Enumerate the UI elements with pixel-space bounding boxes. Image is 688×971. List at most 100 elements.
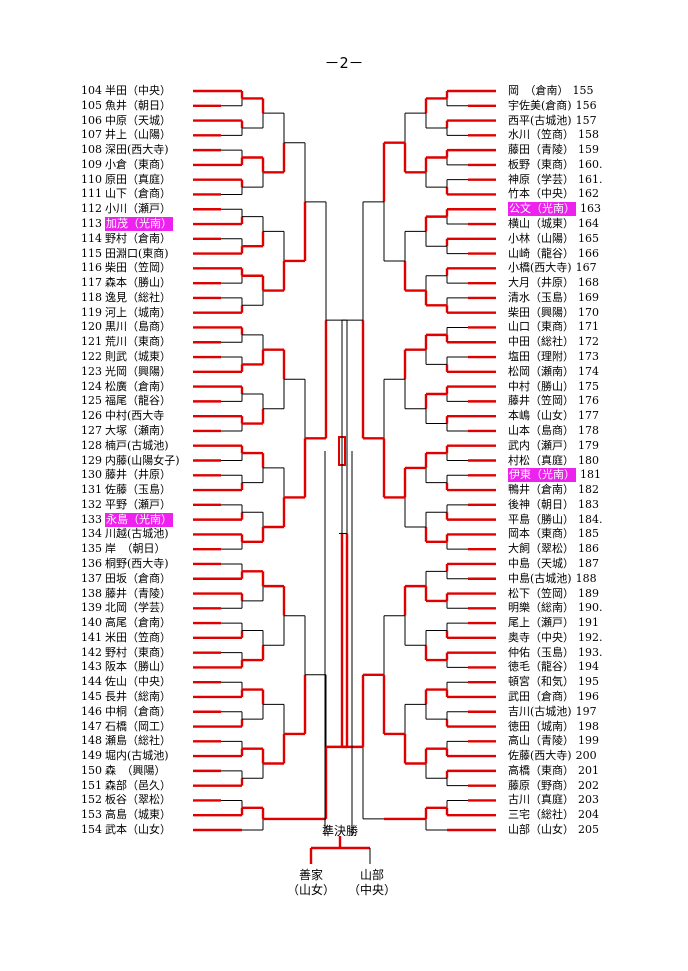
entry-name: 宇佐美(倉商) [508, 98, 572, 112]
entry-number: 131 [81, 483, 102, 497]
entry-name: 森本（勝山） [105, 276, 171, 290]
entry-name: 内藤(山陽女子) [105, 453, 180, 467]
entry-name: 小橋(西大寺) [508, 261, 572, 275]
entry-name: 森 （興陽） [105, 763, 166, 777]
semifinal-label: 準決勝 [321, 824, 358, 838]
finalist-a-school: （山女） [286, 883, 335, 897]
entry-name: 横山（城東） [508, 217, 574, 231]
entry-number: 205 [578, 823, 599, 836]
entry-name: 徳田（城南） [508, 719, 574, 733]
entry-number: 196 [578, 689, 599, 703]
entry-name: 北岡（学芸） [105, 601, 171, 615]
entry-number: 110 [81, 172, 102, 186]
entry-number: 187 [578, 556, 599, 570]
entry-row: 山本（島商）178 [508, 424, 599, 438]
entry-number: 203 [578, 793, 599, 807]
finalist-b-name: 山部 [359, 868, 384, 882]
entry-name: 野村（東商） [105, 645, 171, 659]
entry-number: 138 [81, 586, 102, 600]
entry-row: 武田（倉商）196 [508, 690, 599, 704]
entry-name: 桐野(西大寺) [105, 556, 169, 570]
entry-row: 水川（笠商）158 [508, 128, 599, 142]
entry-number: 158 [578, 128, 599, 142]
entry-row: 中田（総社）172 [508, 335, 599, 349]
entry-name: 山下（倉商） [105, 187, 171, 201]
entry-name: 高橋（東商） [508, 763, 574, 777]
entry-name: 伊東（光南） [508, 468, 576, 483]
finalist-a-name: 善家 [298, 868, 323, 882]
entry-number: 182 [578, 483, 599, 497]
entry-name: 吉川(古城池) [508, 704, 572, 718]
entry-name: 岸 （朝日） [105, 542, 166, 556]
entry-name: 藤井（青陵） [105, 586, 171, 600]
entry-row: 岡 （倉南）155 [508, 84, 594, 98]
entry-number: 106 [81, 113, 102, 127]
entry-row: 徳毛（龍谷）194 [508, 660, 599, 674]
entry-number: 188 [575, 571, 597, 585]
entry-name: 川越(古城池) [105, 527, 169, 541]
entry-name: 小林（山陽） [508, 231, 574, 245]
entry-number: 142 [81, 645, 102, 659]
entry-number: 173 [578, 350, 599, 364]
entry-number: 167 [575, 261, 597, 275]
entry-number: 176 [578, 394, 599, 408]
entry-number: 156 [575, 98, 597, 112]
entry-row: 横山（城東） 164 [508, 217, 599, 231]
entry-name: 大月（井原） [508, 276, 574, 290]
entry-row: 高山（青陵） 199 [508, 734, 599, 748]
entry-name: 板野（東商） [508, 157, 574, 171]
entry-number: 193. [578, 645, 603, 659]
entry-number: 164 [578, 217, 599, 231]
entry-number: 111 [81, 187, 102, 201]
entry-name: 原田（真庭） [105, 172, 171, 186]
entry-number: 123 [81, 364, 102, 378]
entry-number: 175 [578, 379, 599, 393]
entry-name: 藤井（笠岡） [508, 394, 574, 408]
entry-name: 逸見（総社） [105, 290, 171, 304]
entry-number: 185 [578, 527, 599, 541]
entry-number: 199 [578, 734, 599, 748]
entry-number: 186 [578, 542, 599, 556]
entry-name: 堀内(古城池) [105, 749, 169, 763]
entry-number: 169 [578, 290, 599, 304]
entry-number: 125 [81, 394, 102, 408]
entry-number: 181 [580, 468, 601, 482]
entry-row: 柴田（興陽）170 [508, 306, 599, 320]
entry-number: 153 [81, 808, 102, 822]
entry-row: 大月（井原）168 [508, 276, 599, 290]
entry-number: 136 [81, 556, 102, 570]
entry-name: 高山（青陵） [508, 734, 574, 748]
entry-number: 150 [81, 763, 102, 777]
entry-name: 仲佑（玉島） [508, 645, 574, 659]
entry-number: 202 [578, 778, 599, 792]
entry-number: 115 [81, 246, 102, 260]
entry-number: 120 [81, 320, 102, 334]
entry-number: 163 [580, 202, 601, 216]
entry-row: 徳田（城南）198 [508, 720, 599, 734]
entry-number: 113 [81, 217, 102, 231]
entry-number: 170 [578, 305, 599, 319]
entry-name: 石橋（岡工） [105, 719, 171, 733]
entry-number: 112 [81, 202, 102, 216]
